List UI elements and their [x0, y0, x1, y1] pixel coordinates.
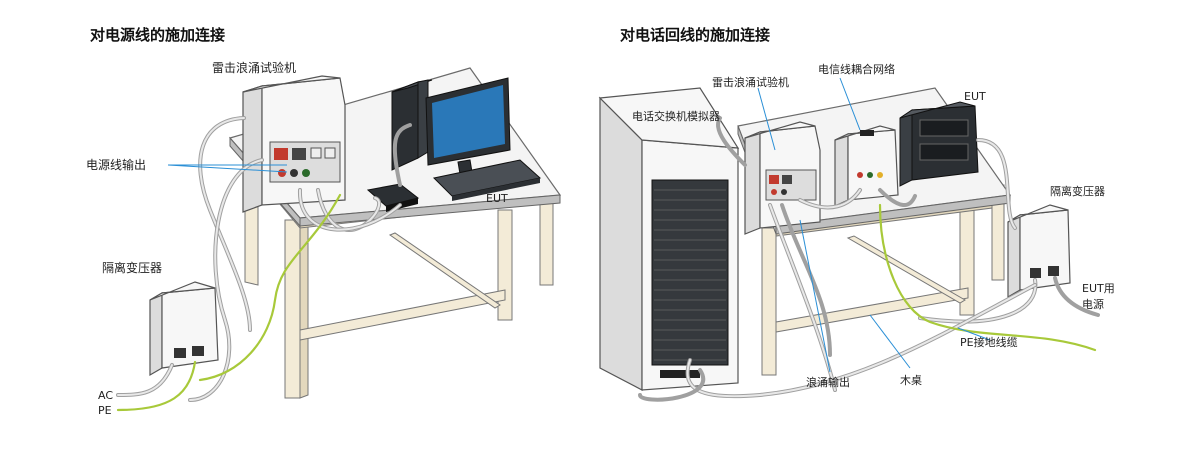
- left-keyboard: [432, 159, 542, 201]
- right-leader-surge-generator: [757, 87, 776, 151]
- right-label-surge-output: 浪涌输出: [806, 375, 850, 389]
- right-label-isolation-transformer: 隔离变压器: [1050, 184, 1105, 198]
- right-surge-generator: [744, 121, 821, 235]
- left-label-power-output: 电源线输出: [86, 157, 146, 172]
- right-label-pe-ground-cable: PE接地线缆: [960, 335, 1018, 349]
- left-eut-monitor: [425, 77, 511, 175]
- right-leader-pe-cable: [957, 327, 991, 341]
- right-label-wooden-table: 木桌: [900, 374, 922, 387]
- right-cables: [638, 116, 1100, 402]
- right-eut-device: [899, 101, 979, 187]
- left-cables: [116, 116, 412, 412]
- right-leader-coupling-network: [839, 77, 861, 131]
- right-leader-surge-output: [799, 219, 831, 373]
- right-label-exchange-simulator: 电话交换机模拟器: [632, 109, 720, 123]
- left-label-pe: PE: [98, 404, 112, 417]
- left-leader-power-output: [167, 164, 288, 173]
- right-exchange-simulator: [598, 87, 740, 391]
- right-diagram: 对电话回线的施加连接: [598, 26, 1115, 402]
- left-label-isolation-transformer: 隔离变压器: [102, 260, 162, 275]
- left-diagram: 对电源线的施加连接: [86, 26, 562, 417]
- left-isolation-transformer: [149, 281, 219, 377]
- right-title: 对电话回线的施加连接: [620, 26, 770, 44]
- left-label-surge-generator: 雷击浪涌试验机: [212, 60, 296, 75]
- right-isolation-transformer: [1007, 204, 1071, 299]
- left-title: 对电源线的施加连接: [90, 26, 225, 44]
- right-label-eut-power-2: 电源: [1082, 297, 1104, 311]
- right-leader-wooden-table: [869, 314, 911, 369]
- left-label-eut: EUT: [486, 192, 508, 205]
- right-coupling-network: [834, 125, 899, 207]
- left-surge-generator: [242, 75, 346, 213]
- right-label-surge-generator: 雷击浪涌试验机: [712, 75, 789, 89]
- left-label-ac: AC: [98, 389, 113, 402]
- right-label-eut-power-1: EUT用: [1082, 282, 1115, 295]
- right-label-coupling-network: 电信线耦合网络: [818, 62, 895, 76]
- right-label-eut: EUT: [964, 90, 986, 103]
